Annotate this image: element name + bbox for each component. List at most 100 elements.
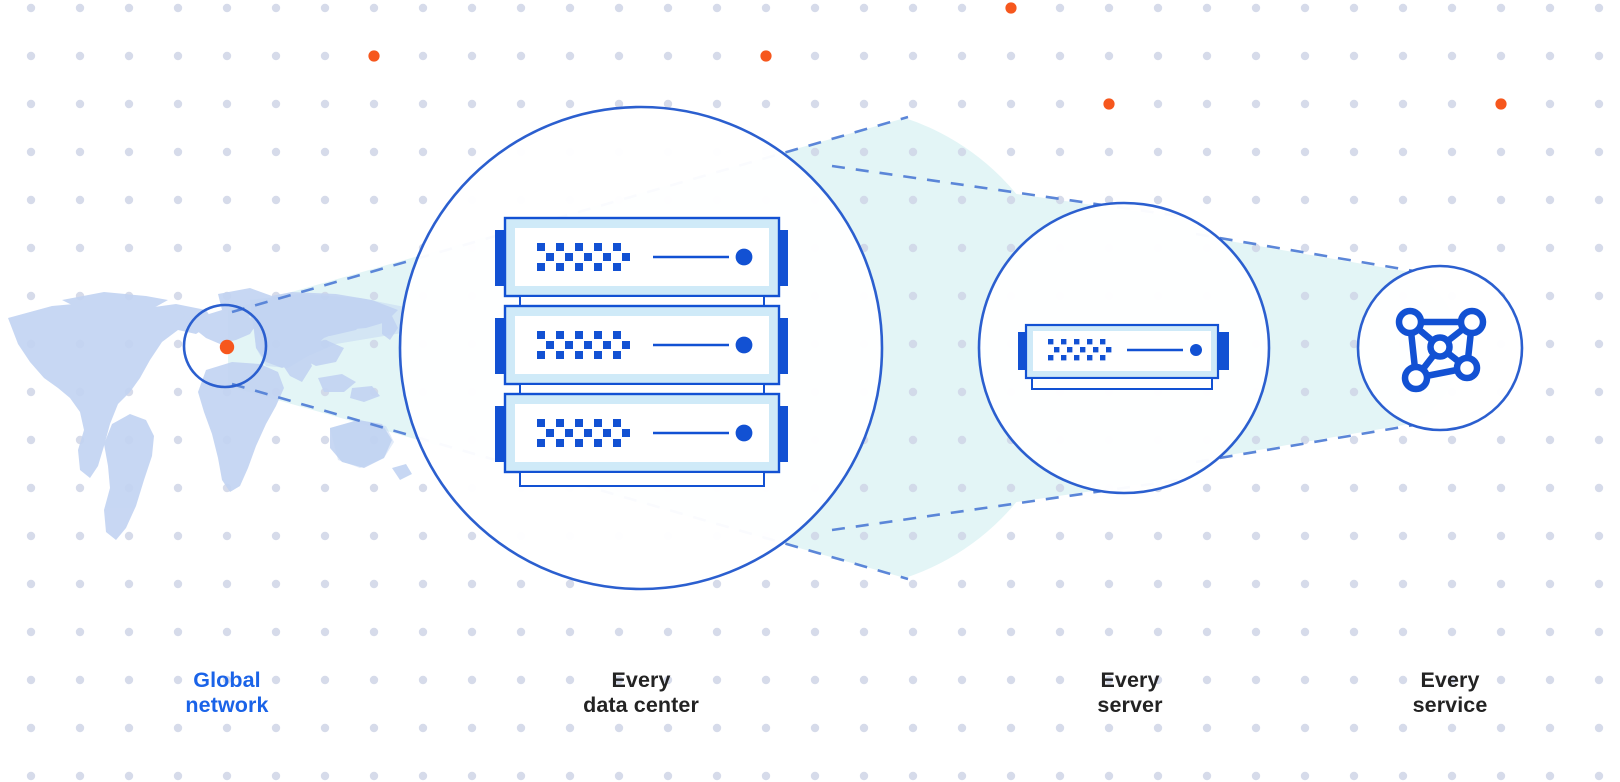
grid-dot [1349, 435, 1359, 445]
grid-dot [1251, 435, 1261, 445]
grid-dot [1300, 723, 1310, 733]
grid-dot [761, 627, 771, 637]
grid-dot [369, 3, 379, 13]
grid-dot [1594, 387, 1604, 397]
grid-dot [418, 99, 428, 109]
grid-dot [957, 195, 967, 205]
grid-dot [1349, 627, 1359, 637]
grid-dot [124, 771, 134, 781]
grid-dot [810, 531, 820, 541]
grid-dot [565, 3, 575, 13]
grid-dot [1055, 531, 1065, 541]
grid-dot [1447, 99, 1457, 109]
grid-dot [761, 579, 771, 589]
grid-dot [467, 771, 477, 781]
grid-dot [320, 675, 330, 685]
grid-dot [320, 723, 330, 733]
grid-dot [369, 627, 379, 637]
grid-dot [26, 675, 36, 685]
grid-dot [320, 579, 330, 589]
grid-dot [908, 147, 918, 157]
grid-dot [418, 627, 428, 637]
grid-dot [908, 435, 918, 445]
grid-dot [516, 3, 526, 13]
grid-dot [957, 291, 967, 301]
grid-dot [1055, 627, 1065, 637]
grid-dot [75, 627, 85, 637]
grid-dot [810, 147, 820, 157]
grid-dot [26, 435, 36, 445]
grid-dot [663, 99, 673, 109]
grid-dot [222, 51, 232, 61]
grid-dot [1496, 147, 1506, 157]
grid-dot [1153, 99, 1163, 109]
caption-global-network[interactable]: Global network [185, 668, 269, 717]
grid-dot [222, 771, 232, 781]
grid-dot [1202, 99, 1212, 109]
grid-dot [859, 627, 869, 637]
grid-dot [1545, 291, 1555, 301]
grid-dot [516, 51, 526, 61]
grid-dot [271, 195, 281, 205]
grid-dot [1349, 723, 1359, 733]
caption-data-center[interactable]: Every data center [583, 668, 699, 717]
grid-dot [1104, 531, 1114, 541]
grid-dot [614, 723, 624, 733]
grid-dot [75, 243, 85, 253]
stage-global-network[interactable] [182, 303, 268, 389]
grid-dot [810, 675, 820, 685]
grid-dot [1300, 339, 1310, 349]
grid-dot [1202, 3, 1212, 13]
grid-dot [320, 195, 330, 205]
grid-dot [1447, 579, 1457, 589]
grid-dot [1496, 435, 1506, 445]
grid-dot [908, 51, 918, 61]
grid-dot [222, 3, 232, 13]
grid-dot [1006, 147, 1016, 157]
grid-dot [467, 627, 477, 637]
grid-dot [1496, 771, 1506, 781]
stage-data-center[interactable] [398, 105, 884, 591]
grid-dot [418, 3, 428, 13]
grid-dot [320, 435, 330, 445]
grid-dot [75, 723, 85, 733]
grid-dot [1447, 195, 1457, 205]
grid-dot [1251, 51, 1261, 61]
grid-dot [1251, 627, 1261, 637]
grid-dot [369, 147, 379, 157]
grid-dot [663, 771, 673, 781]
caption-server[interactable]: Every server [1097, 668, 1163, 717]
grid-dot [173, 3, 183, 13]
grid-dot [1300, 435, 1310, 445]
grid-dot [418, 483, 428, 493]
stage-server[interactable] [977, 201, 1271, 495]
stage-service[interactable] [1356, 264, 1524, 432]
grid-dot [1447, 675, 1457, 685]
grid-dot [1545, 147, 1555, 157]
grid-dot [173, 627, 183, 637]
grid-dot [369, 339, 379, 349]
grid-dot [1300, 291, 1310, 301]
grid-dot [271, 531, 281, 541]
grid-dot [1300, 531, 1310, 541]
grid-dot [1349, 579, 1359, 589]
grid-dot [1006, 195, 1016, 205]
grid-dot [1594, 243, 1604, 253]
grid-dot [908, 675, 918, 685]
grid-dot [369, 99, 379, 109]
grid-dot [124, 723, 134, 733]
grid-dot [418, 723, 428, 733]
grid-dot [222, 579, 232, 589]
grid-dot [271, 3, 281, 13]
caption-service[interactable]: Every service [1412, 668, 1488, 717]
grid-dot [1006, 531, 1016, 541]
grid-dot [1153, 147, 1163, 157]
grid-dot [810, 771, 820, 781]
grid-dot [957, 483, 967, 493]
grid-dot [565, 675, 575, 685]
grid-dot [1349, 531, 1359, 541]
grid-dot [1545, 771, 1555, 781]
grid-dot [1545, 387, 1555, 397]
grid-dot [1006, 51, 1016, 61]
grid-dot [1349, 195, 1359, 205]
